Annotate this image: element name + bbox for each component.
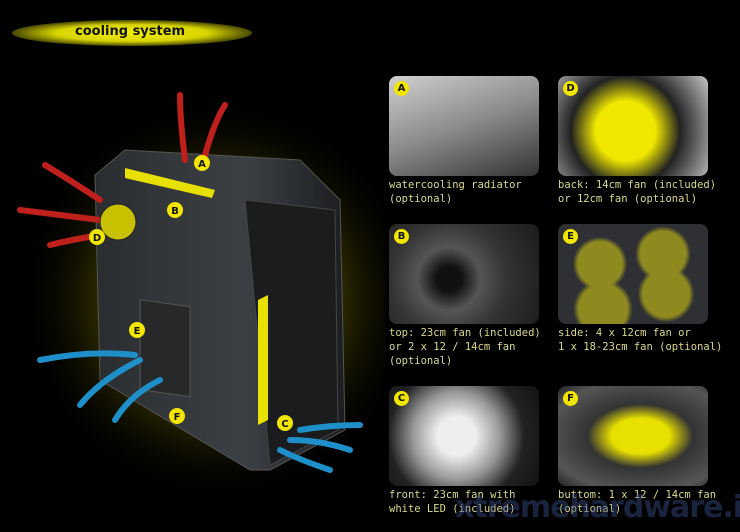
- panel-front-fan-image: C: [389, 386, 539, 486]
- marker-a: A: [198, 159, 206, 170]
- panel-radiator-image: A: [389, 76, 539, 176]
- case-illustration: A B D E F C: [17, 92, 385, 500]
- side-panel: [139, 299, 191, 398]
- caption-side-fans: side: 4 x 12cm fan or 1 x 18-23cm fan (o…: [558, 327, 723, 353]
- caption-bottom-fan: buttom: 1 x 12 / 14cm fan (optional): [558, 489, 717, 515]
- hot-air-arrow: [17, 207, 103, 223]
- badge-b: B: [394, 229, 409, 244]
- marker-e: E: [134, 326, 141, 337]
- hot-air-arrow: [42, 162, 103, 203]
- marker-c: C: [281, 419, 288, 430]
- cold-air-arrow: [112, 377, 163, 423]
- badge-c: C: [394, 391, 409, 406]
- marker-d: D: [93, 233, 101, 244]
- title-glow: [12, 20, 252, 46]
- badge-e: E: [563, 229, 578, 244]
- cold-air-arrow: [297, 422, 363, 433]
- panel-back-fan-image: D: [558, 76, 708, 176]
- caption-front-fan: front: 23cm fan with white LED (included…: [389, 489, 516, 515]
- yellow-strip-top: [125, 168, 215, 198]
- panel-top-fan-image: B: [389, 224, 539, 324]
- badge-f: F: [563, 391, 578, 406]
- panel-bottom-fan-image: F: [558, 386, 708, 486]
- badge-d: D: [563, 81, 578, 96]
- caption-top-fan: top: 23cm fan (included) or 2 x 12 / 14c…: [389, 327, 541, 367]
- back-fan: [99, 203, 137, 241]
- caption-radiator: watercooling radiator (optional): [389, 179, 522, 205]
- cold-air-arrow: [277, 447, 333, 473]
- marker-b: B: [171, 206, 179, 217]
- cold-air-arrow: [77, 357, 143, 408]
- yellow-strip-front: [258, 295, 268, 425]
- hot-air-arrow: [202, 102, 228, 158]
- cold-air-arrow: [37, 350, 138, 363]
- cold-air-arrow: [287, 437, 353, 453]
- badge-a: A: [394, 81, 409, 96]
- marker-f: F: [174, 412, 181, 423]
- panel-side-fans-image: E: [558, 224, 708, 324]
- watermark: xtremehardware.it: [455, 490, 740, 525]
- caption-back-fan: back: 14cm fan (included) or 12cm fan (o…: [558, 179, 717, 205]
- page-title: cooling system: [75, 24, 186, 39]
- hot-air-arrow: [177, 92, 188, 163]
